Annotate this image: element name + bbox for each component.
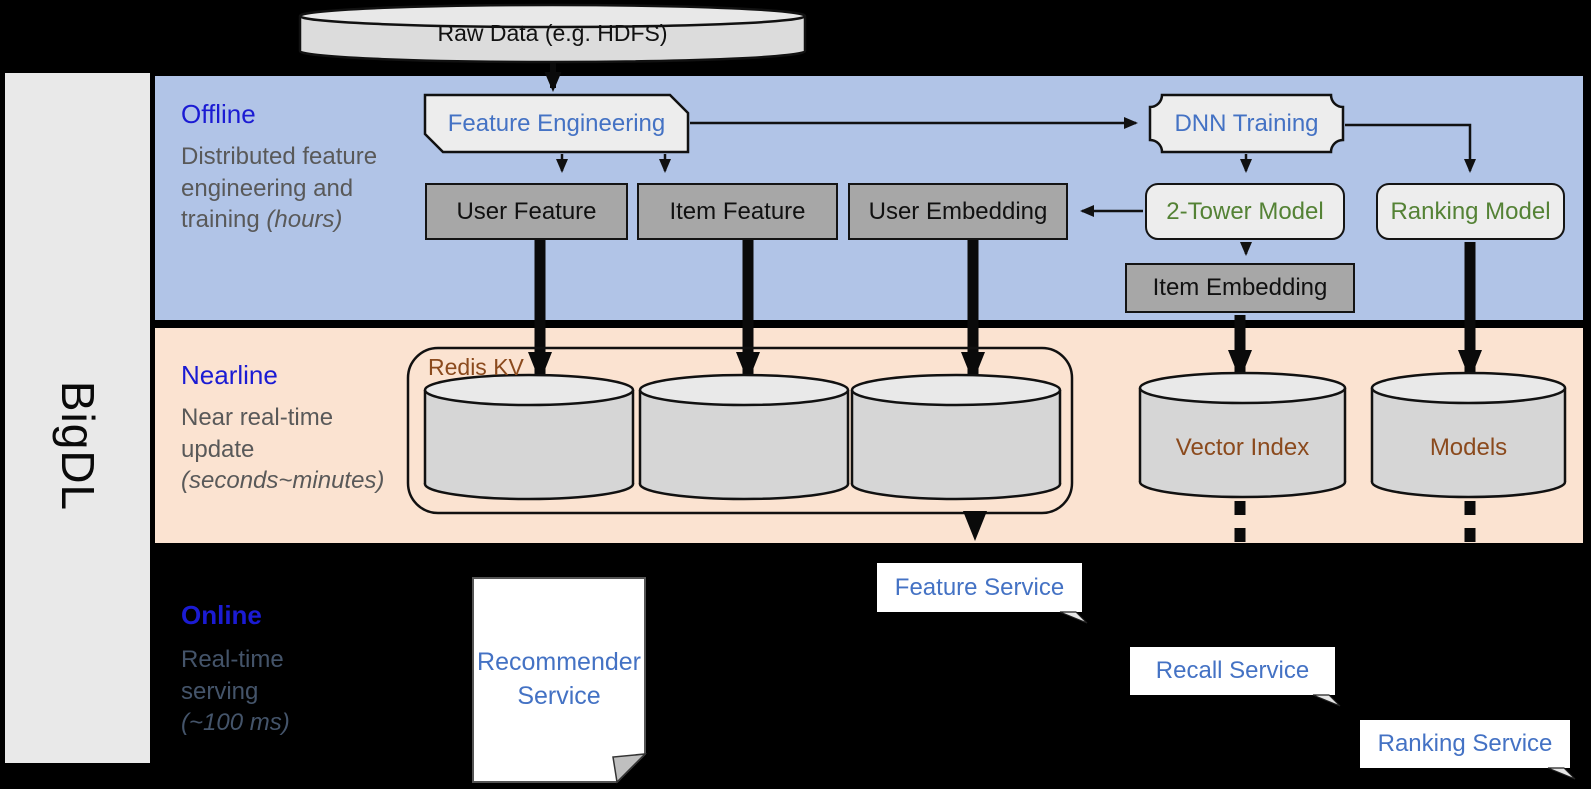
item-embedding-label: Item Embedding — [1152, 274, 1328, 301]
online-band-description-note: (~100 ms) — [181, 709, 290, 737]
redis-kv-label: Redis KV — [428, 353, 524, 380]
ranking-model-box: Ranking Model — [1376, 183, 1565, 240]
raw-data-label: Raw Data (e.g. HDFS) — [437, 20, 668, 46]
user-embedding-label: User Embedding — [868, 197, 1048, 225]
nearline-band-description-text: Near real-time update — [181, 404, 334, 463]
online-band-description-text: Real-time serving — [181, 646, 284, 705]
vector-index-cylinder — [1138, 371, 1347, 499]
kv-cylinder-3 — [850, 373, 1062, 501]
user-feature-label: User Feature — [456, 197, 597, 225]
kv-cylinder-1 — [423, 373, 635, 501]
user-feature-box: User Feature — [425, 183, 628, 240]
ranking-service-label: Ranking Service — [1377, 730, 1553, 757]
offline-band-description-note: (hours) — [266, 206, 343, 234]
dnn-training-label: DNN Training — [1174, 109, 1319, 137]
item-feature-box: Item Feature — [637, 183, 838, 240]
item-feature-label: Item Feature — [669, 197, 806, 225]
offline-band-title: Offline — [181, 99, 256, 129]
models-cylinder — [1370, 371, 1567, 499]
dnn-training-shape — [1148, 93, 1345, 154]
raw-data-cylinder — [298, 3, 807, 64]
item-embedding-box: Item Embedding — [1125, 263, 1355, 313]
two-tower-model-label: 2-Tower Model — [1166, 197, 1324, 225]
vector-index-label: Vector Index — [1175, 433, 1310, 461]
online-band-description: Real-time serving (~100 ms) — [181, 644, 311, 739]
redis-kv-container — [406, 346, 1074, 515]
ranking-model-label: Ranking Model — [1390, 197, 1551, 225]
nearline-band-title: Nearline — [181, 360, 278, 390]
online-band-title: Online — [181, 600, 262, 630]
two-tower-model-box: 2-Tower Model — [1145, 183, 1345, 240]
nearline-band-description: Near real-time update (seconds~minutes) — [181, 402, 411, 497]
models-label: Models — [1429, 433, 1508, 461]
feature-service-label: Feature Service — [894, 573, 1065, 601]
recall-service-shape — [1130, 647, 1341, 707]
recommender-service-shape — [472, 577, 648, 784]
recall-service-label: Recall Service — [1155, 657, 1310, 684]
offline-band-description-text: Distributed feature engineering and trai… — [181, 143, 378, 234]
bigdl-sidebar: BigDL — [5, 73, 150, 763]
arrow-dnn-to-ranking-model — [1345, 123, 1476, 173]
ranking-service-shape — [1360, 720, 1576, 780]
nearline-band-description-note: (seconds~minutes) — [181, 467, 385, 495]
recommender-service-label: Recommender Service — [477, 648, 641, 710]
feature-engineering-shape — [423, 93, 690, 154]
kv-cylinder-2 — [638, 373, 850, 501]
feature-service-shape — [877, 563, 1088, 624]
offline-band-description: Distributed feature engineering and trai… — [181, 141, 386, 236]
user-embedding-box: User Embedding — [848, 183, 1068, 240]
bigdl-brand-label: BigDL — [51, 380, 104, 511]
feature-engineering-label: Feature Engineering — [447, 109, 666, 137]
